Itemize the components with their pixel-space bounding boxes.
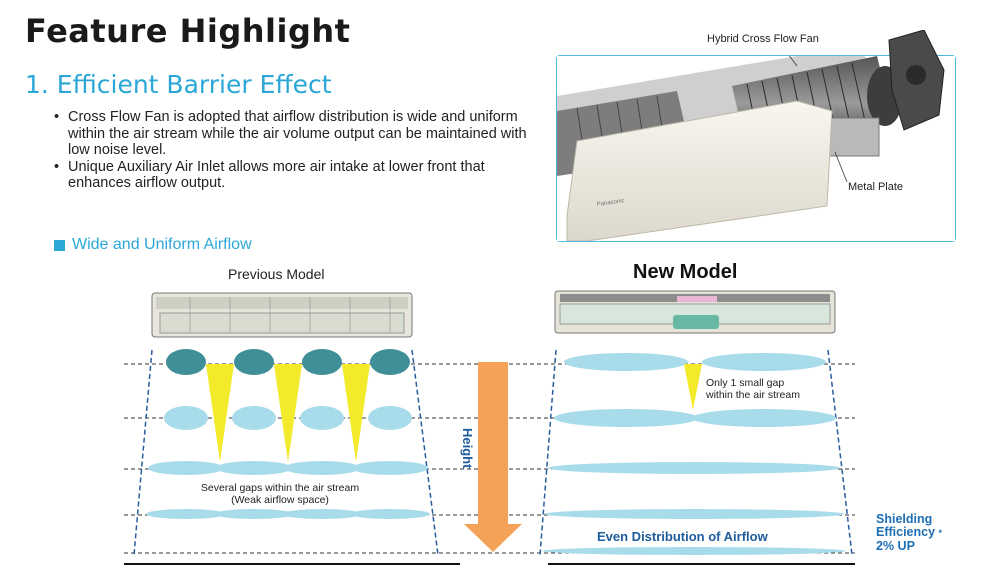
product-photo: Panasonic [556,55,956,242]
several-gaps-note: Several gaps within the air stream (Weak… [180,482,380,506]
shielding-line-1: Shielding [876,512,933,526]
metal-plate-label: Metal Plate [848,181,904,193]
several-gaps-note-line-2: (Weak airflow space) [231,494,329,506]
previous-model-unit-image [151,292,413,338]
height-label: Height [460,428,475,469]
shielding-efficiency-label: Shielding Efficiency * 2% UP [876,513,942,553]
page-title: Feature Highlight [25,12,351,50]
square-bullet-icon [54,239,65,251]
single-gap-note-line-2: within the air stream [706,389,800,401]
fan-motor-bracket [888,30,945,131]
height-arrow-icon [464,362,522,552]
shielding-line-3: 2% UP [876,539,915,553]
single-gap-note: Only 1 small gap within the air stream [706,377,800,401]
bullet-item-2: Unique Auxiliary Air Inlet allows more a… [52,159,537,192]
even-distribution-label: Even Distribution of Airflow [597,529,768,544]
fan-label: Hybrid Cross Flow Fan [707,33,819,45]
new-model-unit-image [554,290,836,334]
feature-bullet-list: Cross Flow Fan is adopted that airflow d… [52,109,537,192]
shielding-line-2: Efficiency * [876,525,943,539]
shielding-asterisk: * [938,528,943,538]
new-model-label: New Model [633,261,738,283]
single-gap-note-line-1: Only 1 small gap [706,377,785,389]
several-gaps-note-line-1: Several gaps within the air stream [200,482,360,494]
sub-heading: Wide and Uniform Airflow [54,236,252,254]
previous-model-label: Previous Model [228,266,325,282]
bullet-item-1: Cross Flow Fan is adopted that airflow d… [52,109,537,159]
brand-logo-text: Panasonic [596,198,625,208]
section-title: 1. Efficient Barrier Effect [25,70,332,99]
sub-heading-text: Wide and Uniform Airflow [72,236,252,253]
fan-assembly-illustration: Panasonic [557,56,955,241]
